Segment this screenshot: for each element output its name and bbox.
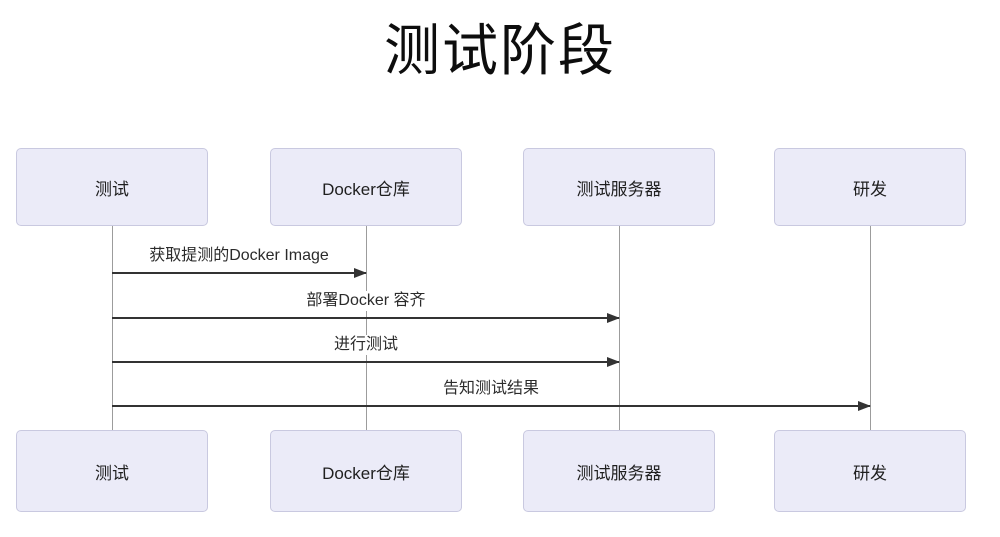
arrowhead-icon bbox=[607, 357, 620, 367]
message-arrow-3 bbox=[112, 357, 620, 367]
lifeline-dev bbox=[870, 226, 871, 430]
message-arrow-2 bbox=[112, 313, 620, 323]
arrowhead-icon bbox=[858, 401, 871, 411]
actor-label: 测试服务器 bbox=[576, 179, 662, 199]
actor-box-top-test-server: 测试服务器 bbox=[523, 148, 715, 226]
actor-box-bottom-test: 测试 bbox=[16, 430, 208, 512]
actor-label: 测试 bbox=[95, 463, 129, 483]
message-label-4: 告知测试结果 bbox=[438, 379, 544, 399]
actor-box-bottom-test-server: 测试服务器 bbox=[523, 430, 715, 512]
diagram-title: 测试阶段 bbox=[384, 21, 616, 83]
actor-label: 测试服务器 bbox=[576, 463, 662, 483]
actor-label: 研发 bbox=[853, 179, 887, 199]
message-label-3: 进行测试 bbox=[329, 335, 403, 355]
arrowhead-icon bbox=[354, 268, 367, 278]
message-arrow-4 bbox=[112, 401, 871, 411]
arrowhead-icon bbox=[607, 313, 620, 323]
actor-box-top-dev: 研发 bbox=[774, 148, 966, 226]
actor-box-top-test: 测试 bbox=[16, 148, 208, 226]
actor-box-bottom-docker-repo: Docker仓库 bbox=[270, 430, 462, 512]
actor-label: 研发 bbox=[853, 463, 887, 483]
actor-box-top-docker-repo: Docker仓库 bbox=[270, 148, 462, 226]
actor-label: 测试 bbox=[95, 179, 129, 199]
actor-label: Docker仓库 bbox=[322, 463, 410, 483]
lifeline-docker-repo bbox=[366, 226, 367, 430]
lifeline-test-server bbox=[619, 226, 620, 430]
message-arrow-1 bbox=[112, 268, 367, 278]
message-label-2: 部署Docker 容齐 bbox=[302, 291, 430, 311]
lifeline-test bbox=[112, 226, 113, 430]
actor-label: Docker仓库 bbox=[322, 179, 410, 199]
actor-box-bottom-dev: 研发 bbox=[774, 430, 966, 512]
message-label-1: 获取提测的Docker Image bbox=[145, 246, 333, 266]
